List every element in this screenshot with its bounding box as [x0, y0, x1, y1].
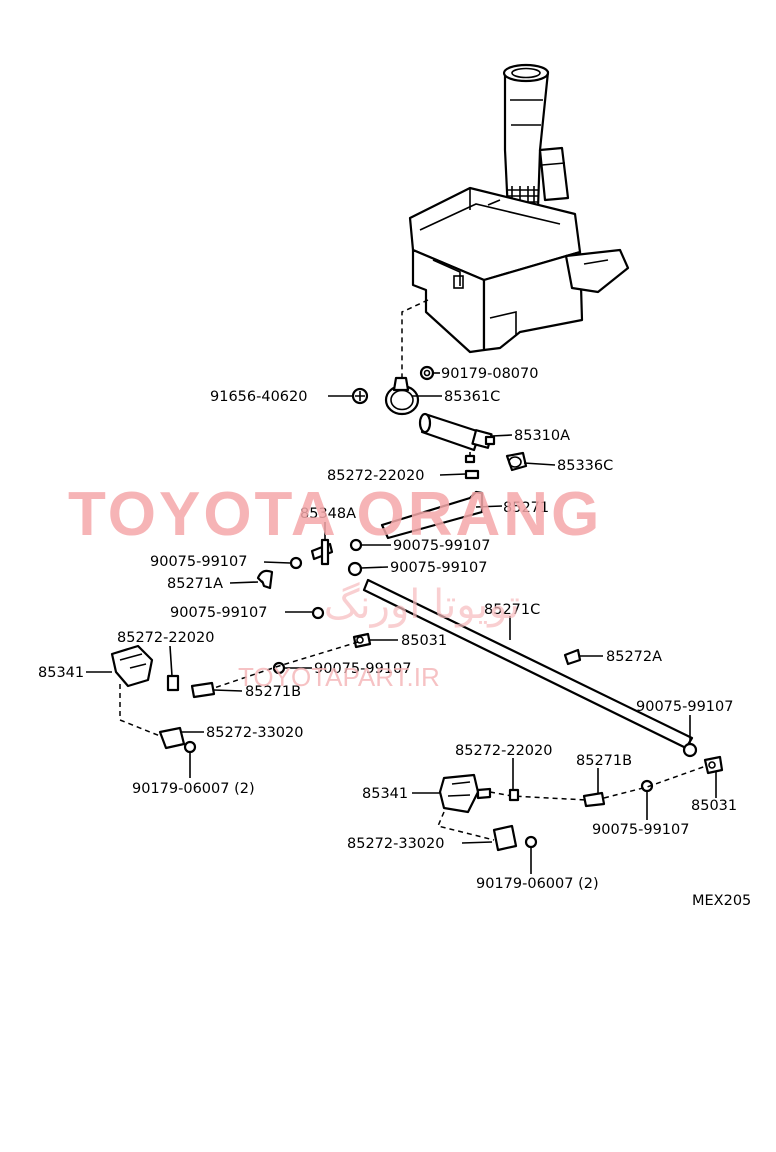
label-90075-99107-f: 90075-99107 — [636, 699, 734, 715]
label-85271A: 85271A — [167, 576, 223, 592]
label-85336C: 85336C — [557, 458, 613, 474]
watermark-brand-fa: تویوتا اورنگ — [324, 582, 520, 628]
watermark-brand: TOYOTA ORANG — [68, 480, 602, 549]
label-85272-22020-top: 85272-22020 — [327, 468, 425, 484]
label-90179-06007-right: 90179-06007 (2) — [476, 876, 599, 892]
label-90075-99107-d: 90075-99107 — [170, 605, 268, 621]
label-85310A: 85310A — [514, 428, 570, 444]
part-labels: 90179-08070 91656-40620 85361C 85310A 85… — [38, 366, 751, 909]
label-85341-left: 85341 — [38, 665, 84, 681]
label-85361C: 85361C — [444, 389, 500, 405]
washer-tank — [408, 63, 630, 354]
label-85031-right: 85031 — [691, 798, 737, 814]
label-85272-33020-right: 85272-33020 — [347, 836, 445, 852]
label-85271B-right: 85271B — [576, 753, 632, 769]
label-90179-06007-left: 90179-06007 (2) — [132, 781, 255, 797]
label-85272-22020-right: 85272-22020 — [455, 743, 553, 759]
label-90075-99107-a: 90075-99107 — [150, 554, 248, 570]
label-85341-right: 85341 — [362, 786, 408, 802]
label-90179-08070: 90179-08070 — [441, 366, 539, 382]
watermark: TOYOTA ORANG تویوتا اورنگ TOYOTAPART.IR — [68, 480, 602, 692]
pump-assembly — [351, 365, 528, 480]
label-85272-33020-left: 85272-33020 — [206, 725, 304, 741]
nozzle-left — [110, 644, 197, 754]
label-85272-22020-left: 85272-22020 — [117, 630, 215, 646]
label-85031-left: 85031 — [401, 633, 447, 649]
label-85348A: 85348A — [300, 506, 356, 522]
hoses — [190, 490, 724, 808]
label-90075-99107-c: 90075-99107 — [390, 560, 488, 576]
label-85271: 85271 — [503, 500, 549, 516]
label-90075-99107-g: 90075-99107 — [592, 822, 690, 838]
label-85271B-left: 85271B — [245, 684, 301, 700]
watermark-site: TOYOTAPART.IR — [238, 662, 440, 692]
label-90075-99107-b: 90075-99107 — [393, 538, 491, 554]
label-90075-99107-e: 90075-99107 — [314, 661, 412, 677]
label-85272A: 85272A — [606, 649, 662, 665]
nozzle-right — [436, 773, 538, 852]
diagram-code: MEX205 — [692, 893, 751, 909]
label-85271C: 85271C — [484, 602, 540, 618]
leader-lines — [86, 372, 717, 874]
label-91656-40620: 91656-40620 — [210, 389, 308, 405]
